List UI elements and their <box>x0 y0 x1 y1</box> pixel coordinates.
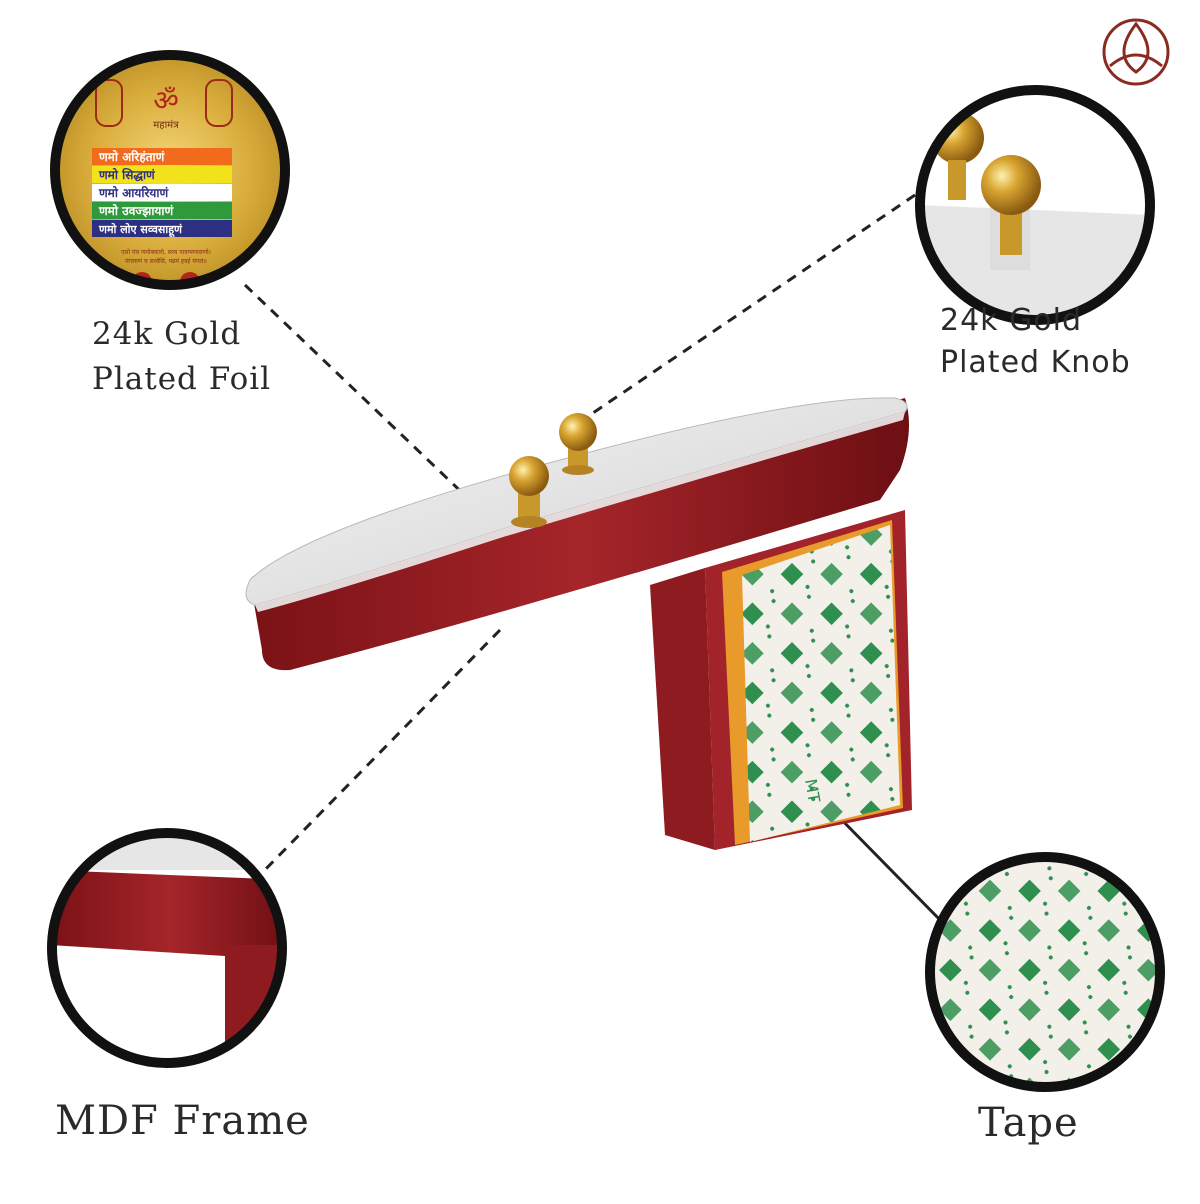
mantra-row-1: णमो अरिहंताणं <box>98 150 166 164</box>
mantra-row-4: णमो उवज्झायाणं <box>98 204 174 218</box>
label-mdf-frame: MDF Frame <box>55 1098 310 1144</box>
leader-line-foil <box>243 283 477 507</box>
foil-footer-line-2: मंगलाणं च सव्वेसिं, पढमं हवई मंगलं॥ <box>125 257 207 265</box>
detail-circle-foil: ॐ महामंत्र णमो अरिहंताणं णमो सिद्धाणं णम… <box>50 50 290 290</box>
leader-line-tape <box>830 808 947 927</box>
label-gold-plated-foil: 24k Gold Plated Foil <box>92 316 272 397</box>
label-tape: Tape <box>978 1100 1079 1146</box>
mantra-row-2: णमो सिद्धाणं <box>98 168 156 182</box>
leader-line-mdf <box>253 628 502 882</box>
om-symbol: ॐ <box>153 84 179 117</box>
gold-knob-right <box>559 413 597 475</box>
foil-footer-line-1: एसो पंच णमोक्कारो, सव्व पावप्पणासणो। <box>121 248 211 256</box>
product-body: MT <box>245 397 912 850</box>
disc-edge <box>255 412 905 612</box>
label-gold-plated-knob: 24k Gold Plated Knob <box>940 303 1131 380</box>
mantra-row-3: णमो आयरियाणं <box>98 186 169 200</box>
stand-side <box>650 568 715 850</box>
detail-circle-mdf <box>47 828 287 1068</box>
brand-logo-icon <box>1102 18 1170 86</box>
foil-header: महामंत्र <box>153 119 179 131</box>
tape-mark: MT <box>801 777 824 804</box>
leader-line-knob <box>589 193 916 417</box>
tape-panel <box>742 525 900 842</box>
detail-circle-tape <box>925 852 1165 1092</box>
gold-knob-left <box>509 456 549 528</box>
wooden-rim <box>250 398 909 671</box>
leader-lines <box>243 193 947 927</box>
jain-hand-symbol-icon <box>205 79 233 127</box>
detail-circle-knob <box>915 85 1155 325</box>
jain-hand-symbol-icon <box>95 79 123 127</box>
mantra-row-5: णमो लोए सव्वसाहूणं <box>98 222 183 238</box>
